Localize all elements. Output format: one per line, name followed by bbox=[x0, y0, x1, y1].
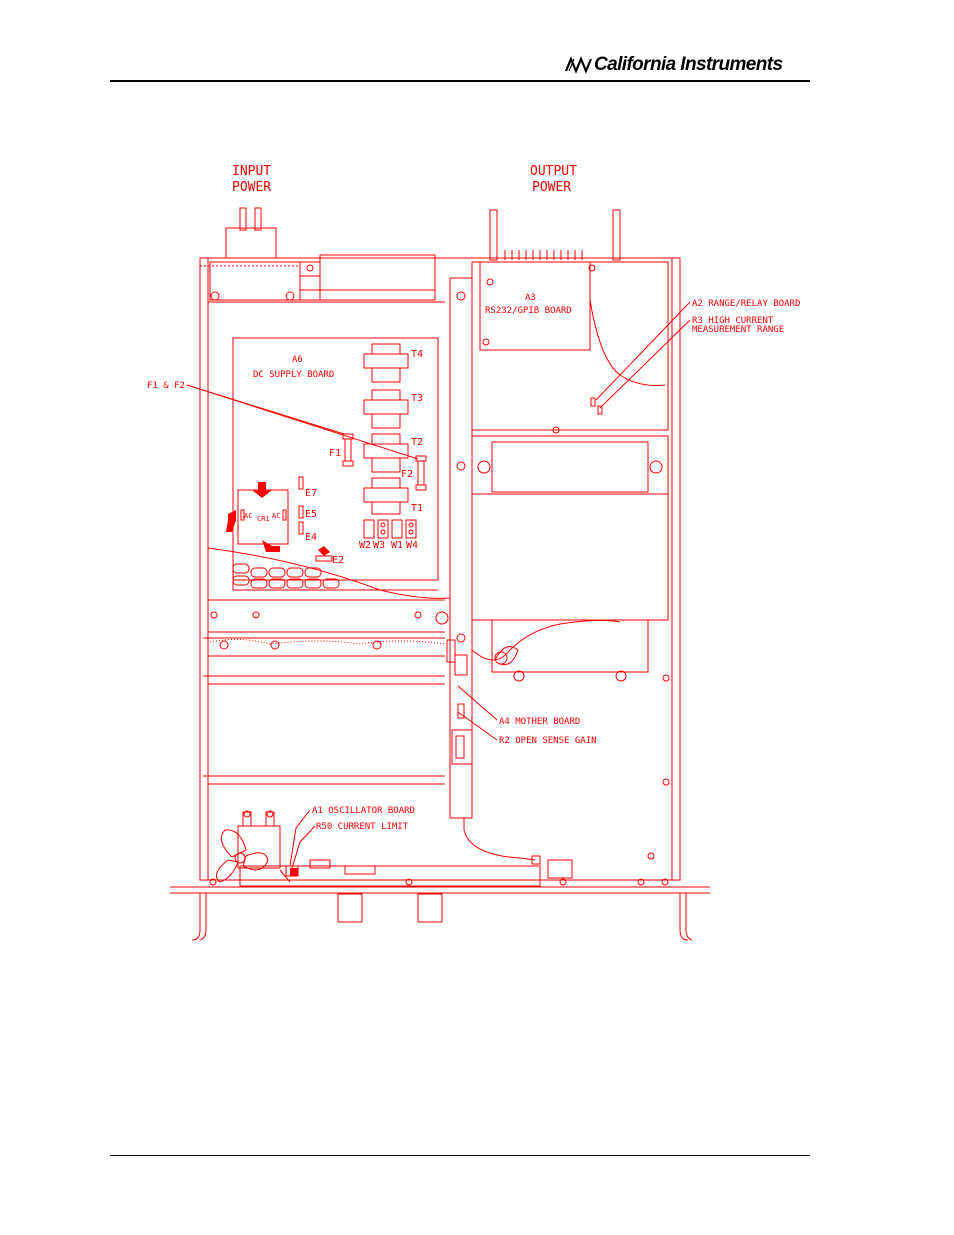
label-ac-right: AC bbox=[272, 512, 280, 520]
label-r2: R2 OPEN SENSE GAIN bbox=[499, 736, 597, 746]
label-e2: E2 bbox=[332, 555, 344, 566]
label-input-power-line2: POWER bbox=[232, 180, 271, 195]
front-knob-right bbox=[417, 893, 443, 923]
label-f2: F2 bbox=[401, 469, 413, 480]
label-t2: T2 bbox=[411, 437, 423, 448]
label-f1: F1 bbox=[329, 448, 341, 459]
a6-dc-supply-board bbox=[232, 337, 439, 581]
label-r3: R3 HIGH CURRENT bbox=[692, 316, 774, 326]
label-a2: A2 RANGE/RELAY BOARD bbox=[692, 299, 800, 309]
heat-sink-fins bbox=[232, 563, 340, 589]
label-a6: A6 bbox=[292, 355, 303, 365]
label-output-power-line2: POWER bbox=[532, 180, 571, 195]
label-r50: R50 CURRENT LIMIT bbox=[316, 822, 409, 832]
input-power-connector bbox=[225, 207, 277, 259]
label-output-power: OUTPUT bbox=[530, 164, 577, 179]
a4-mother-board bbox=[449, 277, 473, 819]
label-w2: W2 bbox=[359, 540, 371, 551]
fuse-f1 bbox=[342, 433, 354, 467]
chassis-outline bbox=[199, 257, 681, 881]
brand-logo: California Instruments bbox=[565, 52, 783, 78]
label-w3: W3 bbox=[373, 540, 385, 551]
label-f1-f2: F1 & F2 bbox=[147, 381, 185, 391]
label-a3: A3 bbox=[525, 293, 536, 303]
label-w1: W1 bbox=[391, 540, 403, 551]
output-power-connector bbox=[489, 209, 621, 261]
brand-name: California Instruments bbox=[594, 54, 783, 75]
label-input-power: INPUT bbox=[232, 164, 271, 179]
transformer-t2 bbox=[363, 433, 409, 473]
footer-rule bbox=[110, 1155, 810, 1156]
label-a3-board: RS232/GPIB BOARD bbox=[485, 306, 572, 316]
label-a4: A4 MOTHER BOARD bbox=[499, 717, 580, 727]
label-e7: E7 bbox=[305, 488, 317, 499]
transformer-t3 bbox=[363, 389, 409, 429]
label-a1: A1 OSCILLATOR BOARD bbox=[312, 806, 415, 816]
transformer-t1 bbox=[363, 477, 409, 515]
ci-logo-icon bbox=[565, 56, 593, 74]
label-t1: T1 bbox=[411, 503, 423, 514]
cooling-fan-icon bbox=[215, 829, 269, 883]
label-t4: T4 bbox=[411, 349, 423, 360]
label-a6-board: DC SUPPLY BOARD bbox=[253, 370, 334, 380]
transformer-t4 bbox=[363, 343, 409, 383]
jumper-block bbox=[363, 519, 417, 539]
header-rule bbox=[110, 80, 810, 82]
label-r3-line2: MEASUREMENT RANGE bbox=[692, 325, 784, 335]
label-e4: E4 bbox=[305, 532, 317, 543]
label-w4: W4 bbox=[406, 540, 418, 551]
front-knob-left bbox=[337, 893, 363, 923]
label-cr1: CR1 bbox=[257, 515, 270, 523]
label-ac-left: AC bbox=[244, 512, 252, 520]
label-t3: T3 bbox=[411, 393, 423, 404]
label-e5: E5 bbox=[305, 509, 317, 520]
fuse-f2 bbox=[415, 455, 427, 491]
